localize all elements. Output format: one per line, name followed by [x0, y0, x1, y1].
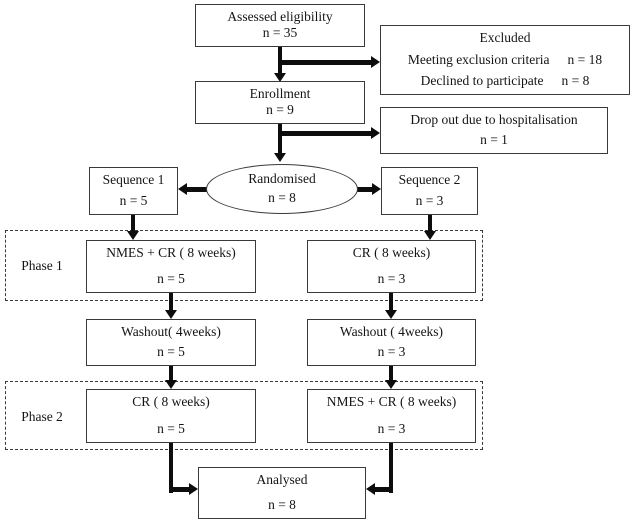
arrow-enrollment-to-randomised-head: [274, 153, 286, 162]
arrow-sequence1-to-phase1-head: [127, 231, 139, 240]
arrow-randomised-to-sequence1-head: [178, 183, 187, 195]
arrow-phase1-to-washout-left-line: [169, 292, 173, 311]
washout-left-box: Washout( 4weeks) n = 5: [86, 319, 256, 366]
arrow-phase1-to-washout-left-head: [165, 310, 177, 319]
node-count: n = 3: [377, 421, 406, 437]
arrow-sequence2-to-phase1-head: [424, 231, 436, 240]
dropout-box: Drop out due to hospitalisation n = 1: [380, 107, 608, 154]
sequence1-box: Sequence 1 n = 5: [89, 167, 178, 215]
arrow-to-dropout-head: [371, 127, 380, 139]
node-count: n = 1: [480, 132, 508, 148]
arrow-sequence2-to-phase1-line: [428, 215, 432, 232]
arrow-enrollment-to-randomised-line: [278, 124, 282, 153]
node-title: NMES + CR ( 8 weeks): [326, 394, 457, 409]
phase2-nmes-cr-box: NMES + CR ( 8 weeks) n = 3: [307, 389, 476, 443]
phase2-dashed-container: [5, 381, 483, 450]
node-count: n = 5: [157, 421, 185, 437]
phase2-label: Phase 2: [21, 409, 63, 424]
arrow-phase1-to-washout-right-line: [389, 292, 393, 311]
arrow-phase2-left-to-analysed-vline: [169, 442, 173, 493]
node-title: Washout ( 4weeks): [339, 324, 444, 339]
arrow-randomised-to-sequence2-head: [372, 183, 381, 195]
node-title: Analysed: [256, 472, 308, 487]
node-count: n = 5: [119, 193, 148, 209]
arrow-washout-to-phase2-left-line: [169, 365, 173, 381]
excluded-reason: Declined to participate: [420, 73, 544, 89]
node-count: n = 3: [415, 193, 444, 209]
arrow-phase2-left-to-analysed-hline: [169, 487, 190, 492]
node-count: n = 5: [157, 271, 185, 287]
node-count: n = 3: [377, 344, 406, 360]
node-count: n = 8: [268, 497, 296, 513]
enrollment-box: Enrollment n = 9: [195, 81, 365, 124]
node-title: Excluded: [479, 30, 531, 45]
arrow-phase1-to-washout-right-head: [385, 310, 397, 319]
excluded-count: n = 8: [561, 73, 590, 89]
arrow-to-excluded-head: [371, 56, 380, 68]
arrow-phase2-right-to-analysed-head: [366, 483, 375, 495]
arrow-to-dropout-line: [278, 131, 371, 136]
node-count: n = 3: [377, 271, 406, 287]
excluded-row: Declined to participate n = 8: [383, 73, 627, 89]
node-count: n = 9: [266, 102, 294, 118]
phase1-nmes-cr-box: NMES + CR ( 8 weeks) n = 5: [86, 240, 256, 293]
washout-right-box: Washout ( 4weeks) n = 3: [307, 319, 476, 366]
phase1-cr-box: CR ( 8 weeks) n = 3: [307, 240, 476, 293]
arrow-to-excluded-line: [278, 60, 371, 65]
node-title: Assessed eligibility: [227, 9, 333, 24]
node-title: Randomised: [248, 171, 316, 186]
phase2-cr-box: CR ( 8 weeks) n = 5: [86, 389, 256, 443]
node-count: n = 5: [157, 344, 185, 360]
excluded-count: n = 18: [567, 51, 603, 67]
arrow-washout-to-phase2-right-head: [385, 380, 397, 389]
node-count: n = 35: [262, 25, 298, 41]
arrow-phase2-right-to-analysed-vline: [389, 442, 393, 493]
node-title: Sequence 2: [398, 172, 461, 187]
arrow-randomised-to-sequence2-line: [356, 187, 372, 192]
node-title: CR ( 8 weeks): [352, 245, 431, 260]
sequence2-box: Sequence 2 n = 3: [381, 167, 478, 215]
excluded-row: Meeting exclusion criteria n = 18: [383, 52, 627, 68]
excluded-reason: Meeting exclusion criteria: [407, 51, 550, 67]
node-count: n = 8: [268, 190, 296, 206]
node-title: Sequence 1: [102, 172, 165, 187]
node-title: Drop out due to hospitalisation: [410, 112, 578, 127]
assessed-eligibility-box: Assessed eligibility n = 35: [195, 4, 365, 47]
arrow-assessed-to-enrollment-head: [274, 73, 286, 82]
arrow-washout-to-phase2-left-head: [165, 380, 177, 389]
phase1-label: Phase 1: [21, 258, 63, 273]
arrow-phase2-left-to-analysed-head: [189, 483, 198, 495]
arrow-washout-to-phase2-right-line: [389, 365, 393, 381]
phase1-dashed-container: [5, 230, 483, 301]
analysed-box: Analysed n = 8: [198, 467, 366, 519]
node-title: CR ( 8 weeks): [132, 394, 210, 409]
randomised-ellipse: Randomised n = 8: [206, 164, 358, 214]
arrow-randomised-to-sequence1-line: [187, 187, 207, 192]
node-title: NMES + CR ( 8 weeks): [106, 245, 236, 260]
excluded-box: Excluded Meeting exclusion criteria n = …: [380, 25, 630, 95]
arrow-sequence1-to-phase1-line: [131, 215, 135, 232]
node-title: Enrollment: [249, 86, 311, 101]
arrow-phase2-right-to-analysed-hline: [374, 487, 393, 492]
node-title: Washout( 4weeks): [121, 324, 221, 339]
